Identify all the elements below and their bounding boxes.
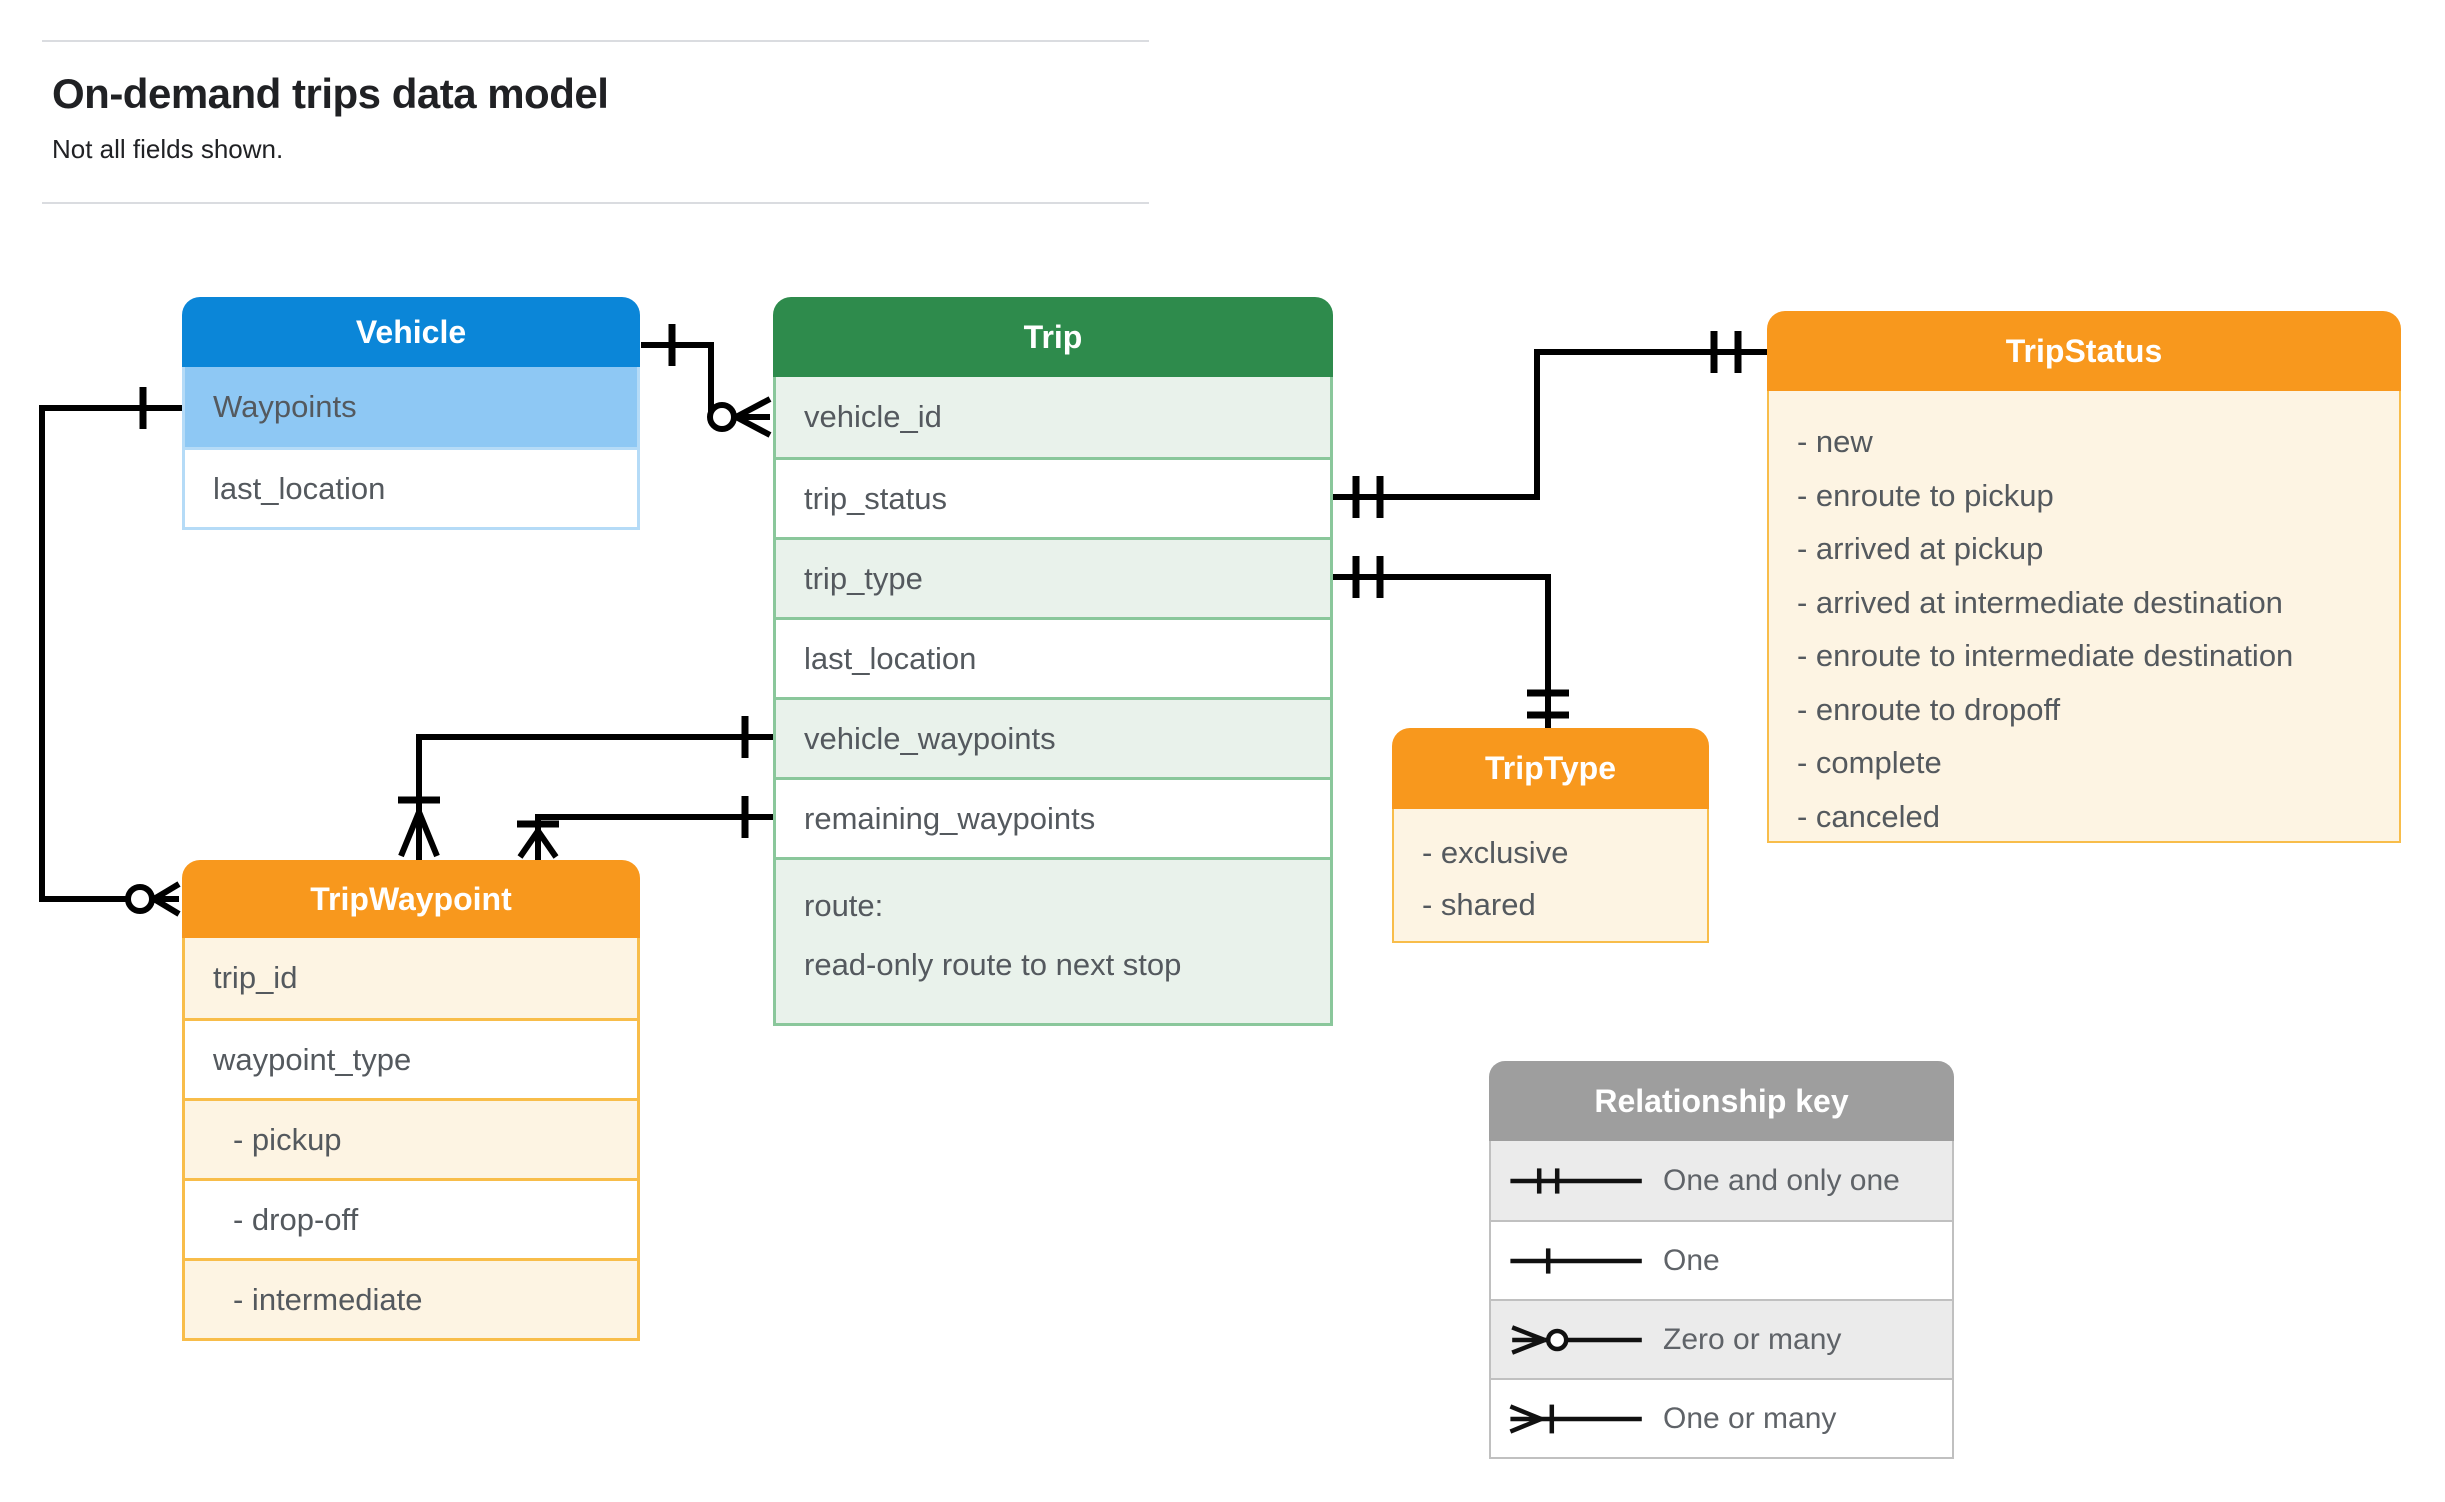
legend-label: One	[1663, 1243, 1720, 1277]
triptype-table-header: TripType	[1392, 728, 1709, 809]
vehicle-table-header: Vehicle	[182, 297, 640, 367]
legend-row: One or many	[1491, 1378, 1952, 1457]
tripwaypoint-table-header: TripWaypoint	[182, 860, 640, 938]
table-row-remaining-waypoints: remaining_waypoints	[776, 777, 1330, 857]
legend-label: One and only one	[1663, 1163, 1900, 1197]
table-row-vehicle-waypoints: vehicle_waypoints	[776, 697, 1330, 777]
list-item: - arrived at pickup	[1797, 531, 2044, 566]
table-row-drop-off: - drop-off	[185, 1178, 637, 1258]
trip-table-header: Trip	[773, 297, 1333, 377]
connector-trip-remaining-waypoints	[517, 796, 773, 860]
list-item: - shared	[1422, 887, 1536, 922]
one-and-only-one-icon	[1491, 1159, 1663, 1203]
legend-row: Zero or many	[1491, 1299, 1952, 1378]
list-item: - exclusive	[1422, 835, 1569, 870]
legend-label: One or many	[1663, 1401, 1837, 1435]
list-item: - enroute to intermediate destination	[1797, 638, 2294, 673]
top-divider	[42, 40, 1149, 42]
table-row-last-location: last_location	[776, 617, 1330, 697]
table-row-vehicle-id: vehicle_id	[776, 377, 1330, 457]
route-note: read-only route to next stop	[804, 947, 1182, 982]
connector-trip-triptype	[1333, 556, 1569, 728]
table-row-trip-id: trip_id	[185, 938, 637, 1018]
table-row-waypoints: Waypoints	[185, 367, 637, 447]
page-title: On-demand trips data model	[52, 70, 609, 117]
vehicle-table-rows: Waypoints last_location	[182, 367, 640, 530]
table-row-trip-status: trip_status	[776, 457, 1330, 537]
relationship-key-rows: One and only one One Zero or many One or…	[1489, 1141, 1954, 1459]
tripwaypoint-table: TripWaypoint trip_id waypoint_type - pic…	[182, 860, 640, 1341]
list-item: - canceled	[1797, 798, 1941, 834]
page-subtitle: Not all fields shown.	[52, 134, 284, 164]
connector-vehicle-trip	[641, 324, 772, 438]
relationship-key: Relationship key One and only one One Ze…	[1489, 1061, 1954, 1459]
list-item: - enroute to dropoff	[1797, 691, 2061, 727]
legend-row: One and only one	[1491, 1141, 1952, 1220]
table-row-waypoint-type: waypoint_type	[185, 1018, 637, 1098]
list-item: - new	[1797, 424, 1873, 459]
triptype-table: TripType - exclusive - shared	[1392, 728, 1709, 943]
connector-trip-tripstatus	[1333, 331, 1767, 518]
bottom-divider	[42, 202, 1149, 204]
legend-label: Zero or many	[1663, 1322, 1842, 1356]
relationship-key-header: Relationship key	[1489, 1061, 1954, 1141]
connector-trip-vehicle-waypoints	[398, 716, 773, 860]
tripstatus-values: - new - enroute to pickup - arrived at p…	[1767, 391, 2401, 843]
table-row-intermediate: - intermediate	[185, 1258, 637, 1338]
tripwaypoint-table-rows: trip_id waypoint_type - pickup - drop-of…	[182, 938, 640, 1341]
table-row-pickup: - pickup	[185, 1098, 637, 1178]
trip-table: Trip vehicle_id trip_status trip_type la…	[773, 297, 1333, 1026]
vehicle-table: Vehicle Waypoints last_location	[182, 297, 640, 530]
one-icon	[1491, 1239, 1663, 1283]
connector-vehicle-tripwaypoint	[39, 387, 182, 917]
table-row-trip-type: trip_type	[776, 537, 1330, 617]
list-item: - complete	[1797, 745, 1942, 780]
list-item: - enroute to pickup	[1797, 477, 2054, 513]
legend-row: One	[1491, 1220, 1952, 1299]
table-row-route: route: read-only route to next stop	[776, 857, 1330, 1023]
table-row-last-location: last_location	[185, 447, 637, 527]
route-label: route:	[804, 888, 884, 923]
one-or-many-icon	[1491, 1397, 1663, 1441]
zero-or-many-icon	[1491, 1318, 1663, 1362]
triptype-values: - exclusive - shared	[1392, 809, 1709, 943]
tripstatus-table-header: TripStatus	[1767, 311, 2401, 391]
list-item: - arrived at intermediate destination	[1797, 584, 2283, 620]
trip-table-rows: vehicle_id trip_status trip_type last_lo…	[773, 377, 1333, 1026]
tripstatus-table: TripStatus - new - enroute to pickup - a…	[1767, 311, 2401, 843]
